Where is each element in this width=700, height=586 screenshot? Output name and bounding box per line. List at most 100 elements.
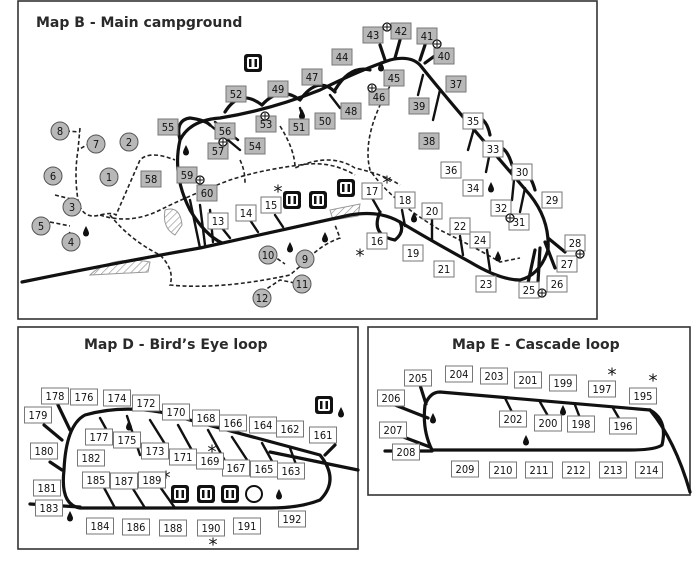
campsite-12[interactable]: 12 — [252, 288, 272, 308]
campsite-166[interactable]: 166 — [219, 414, 247, 432]
campsite-168[interactable]: 168 — [192, 409, 220, 427]
campsite-35[interactable]: 35 — [462, 112, 484, 130]
campsite-3[interactable]: 3 — [62, 197, 82, 217]
campsite-174[interactable]: 174 — [103, 389, 131, 407]
campsite-18[interactable]: 18 — [394, 191, 416, 209]
campsite-191[interactable]: 191 — [233, 517, 261, 535]
campsite-209[interactable]: 209 — [451, 460, 479, 478]
campsite-200[interactable]: 200 — [534, 414, 562, 432]
campsite-30[interactable]: 30 — [511, 163, 533, 181]
campsite-33[interactable]: 33 — [482, 140, 504, 158]
campsite-50[interactable]: 50 — [314, 112, 336, 130]
campsite-56[interactable]: 56 — [214, 122, 236, 140]
campsite-21[interactable]: 21 — [433, 260, 455, 278]
campsite-32[interactable]: 32 — [490, 199, 512, 217]
campsite-179[interactable]: 179 — [24, 406, 52, 424]
campsite-10[interactable]: 10 — [258, 245, 278, 265]
campsite-162[interactable]: 162 — [276, 420, 304, 438]
campsite-41[interactable]: 41 — [416, 27, 438, 45]
campsite-195[interactable]: 195 — [629, 387, 657, 405]
campsite-58[interactable]: 58 — [140, 170, 162, 188]
campsite-25[interactable]: 25 — [518, 281, 540, 299]
campsite-22[interactable]: 22 — [449, 217, 471, 235]
campsite-177[interactable]: 177 — [85, 428, 113, 446]
campsite-214[interactable]: 214 — [635, 461, 663, 479]
campsite-27[interactable]: 27 — [556, 255, 578, 273]
campsite-24[interactable]: 24 — [469, 231, 491, 249]
campsite-7[interactable]: 7 — [86, 134, 106, 154]
campsite-183[interactable]: 183 — [35, 499, 63, 517]
campsite-52[interactable]: 52 — [225, 85, 247, 103]
campsite-204[interactable]: 204 — [445, 365, 473, 383]
campsite-190[interactable]: 190 — [197, 519, 225, 537]
campsite-207[interactable]: 207 — [379, 421, 407, 439]
campsite-167[interactable]: 167 — [222, 459, 250, 477]
campsite-47[interactable]: 47 — [301, 68, 323, 86]
campsite-201[interactable]: 201 — [514, 371, 542, 389]
campsite-55[interactable]: 55 — [157, 118, 179, 136]
campsite-161[interactable]: 161 — [309, 426, 337, 444]
campsite-17[interactable]: 17 — [361, 182, 383, 200]
campsite-49[interactable]: 49 — [267, 80, 289, 98]
campsite-165[interactable]: 165 — [250, 460, 278, 478]
campsite-6[interactable]: 6 — [43, 166, 63, 186]
campsite-1[interactable]: 1 — [99, 167, 119, 187]
campsite-198[interactable]: 198 — [567, 415, 595, 433]
campsite-175[interactable]: 175 — [113, 431, 141, 449]
campsite-205[interactable]: 205 — [404, 369, 432, 387]
campsite-189[interactable]: 189 — [138, 471, 166, 489]
campsite-206[interactable]: 206 — [377, 389, 405, 407]
campsite-181[interactable]: 181 — [33, 479, 61, 497]
campsite-26[interactable]: 26 — [546, 275, 568, 293]
campsite-180[interactable]: 180 — [30, 442, 58, 460]
campsite-19[interactable]: 19 — [402, 244, 424, 262]
campsite-211[interactable]: 211 — [525, 461, 553, 479]
campsite-28[interactable]: 28 — [564, 234, 586, 252]
campsite-29[interactable]: 29 — [541, 191, 563, 209]
campsite-15[interactable]: 15 — [260, 196, 282, 214]
campsite-203[interactable]: 203 — [480, 367, 508, 385]
campsite-38[interactable]: 38 — [418, 132, 440, 150]
campsite-11[interactable]: 11 — [292, 274, 312, 294]
campsite-178[interactable]: 178 — [41, 387, 69, 405]
campsite-51[interactable]: 51 — [288, 118, 310, 136]
campsite-172[interactable]: 172 — [132, 394, 160, 412]
campsite-36[interactable]: 36 — [440, 161, 462, 179]
campsite-46[interactable]: 46 — [368, 88, 390, 106]
campsite-40[interactable]: 40 — [433, 47, 455, 65]
campsite-164[interactable]: 164 — [249, 416, 277, 434]
campsite-202[interactable]: 202 — [499, 410, 527, 428]
campsite-196[interactable]: 196 — [609, 417, 637, 435]
campsite-48[interactable]: 48 — [340, 102, 362, 120]
campsite-42[interactable]: 42 — [390, 22, 412, 40]
campsite-187[interactable]: 187 — [110, 472, 138, 490]
campsite-45[interactable]: 45 — [383, 69, 405, 87]
campsite-176[interactable]: 176 — [70, 388, 98, 406]
campsite-163[interactable]: 163 — [277, 462, 305, 480]
campsite-5[interactable]: 5 — [31, 216, 51, 236]
campsite-34[interactable]: 34 — [462, 179, 484, 197]
campsite-170[interactable]: 170 — [162, 403, 190, 421]
campsite-4[interactable]: 4 — [61, 232, 81, 252]
campsite-43[interactable]: 43 — [362, 26, 384, 44]
campsite-185[interactable]: 185 — [82, 471, 110, 489]
campsite-57[interactable]: 57 — [207, 142, 229, 160]
campsite-186[interactable]: 186 — [122, 518, 150, 536]
campsite-20[interactable]: 20 — [421, 202, 443, 220]
campsite-197[interactable]: 197 — [588, 380, 616, 398]
campsite-54[interactable]: 54 — [244, 137, 266, 155]
campsite-169[interactable]: 169 — [196, 452, 224, 470]
campsite-39[interactable]: 39 — [408, 97, 430, 115]
campsite-9[interactable]: 9 — [295, 249, 315, 269]
campsite-60[interactable]: 60 — [196, 184, 218, 202]
campsite-14[interactable]: 14 — [235, 204, 257, 222]
campsite-184[interactable]: 184 — [86, 517, 114, 535]
campsite-171[interactable]: 171 — [169, 448, 197, 466]
campsite-210[interactable]: 210 — [489, 461, 517, 479]
campsite-212[interactable]: 212 — [562, 461, 590, 479]
campsite-23[interactable]: 23 — [475, 275, 497, 293]
campsite-8[interactable]: 8 — [50, 121, 70, 141]
campsite-173[interactable]: 173 — [141, 442, 169, 460]
campsite-53[interactable]: 53 — [255, 115, 277, 133]
campsite-192[interactable]: 192 — [278, 510, 306, 528]
